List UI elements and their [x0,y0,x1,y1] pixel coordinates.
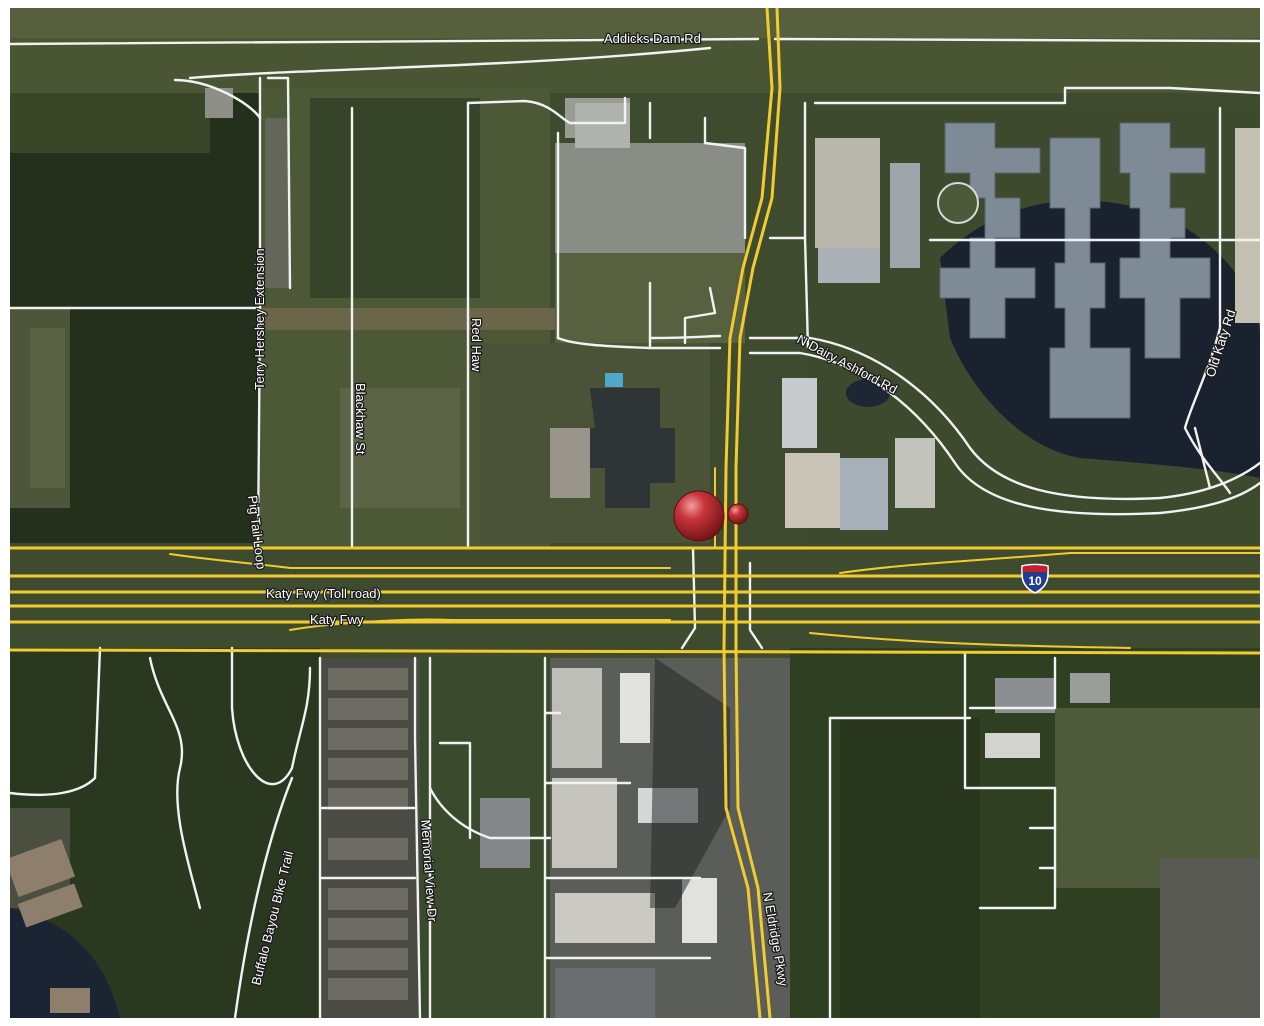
location-marker-small[interactable] [727,503,749,525]
buildings-layer [10,88,1260,1018]
creek [10,908,120,1018]
label-katy-fwy-toll: Katy Fwy (Toll road) [266,586,381,601]
interstate-shield-icon[interactable]: 10 [1021,563,1049,594]
satellite-map[interactable]: 10 Addicks Dam Rd Terry Hershey Extensio… [10,8,1260,1018]
location-marker-large[interactable] [673,490,725,542]
interstate-shield-label: 10 [1028,574,1042,588]
n-eldridge-parkway [722,8,774,1018]
label-terry-hershey-extension: Terry Hershey Extension [252,248,267,390]
label-blackhaw-st: Blackhaw St [353,383,368,455]
map-canvas[interactable]: 10 Addicks Dam Rd Terry Hershey Extensio… [10,8,1260,1018]
label-addicks-dam-rd: Addicks Dam Rd [604,31,701,46]
label-katy-fwy: Katy Fwy [310,612,364,627]
markers-layer[interactable] [673,490,749,542]
addicks-dam-road [10,37,760,46]
streets-layer [10,37,1260,1018]
highways-layer [10,8,1260,1018]
label-red-haw: Red Haw [469,318,484,372]
